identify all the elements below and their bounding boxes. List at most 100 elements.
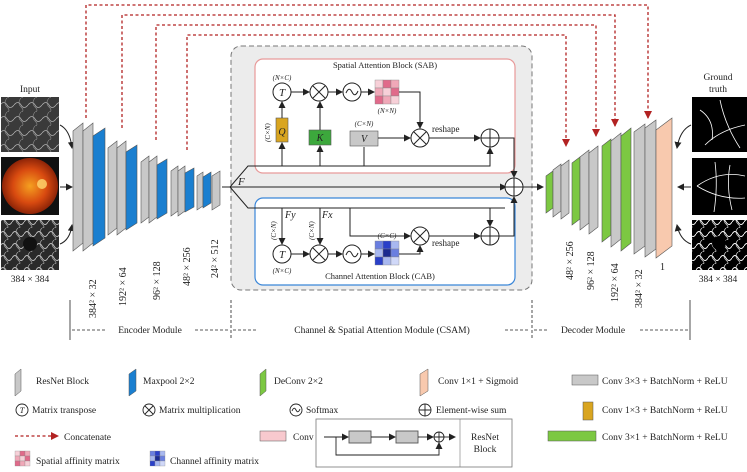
svg-text:T: T — [279, 249, 286, 261]
sab-internals: T (N×C) Q (C×N) K (N×N) V (C — [264, 74, 518, 178]
input-image-fundus — [1, 157, 59, 215]
decoder-conv-sigmoid-block — [655, 117, 673, 259]
encoder-maxpool-block — [184, 167, 195, 213]
decoder-module-label: Decoder Module — [561, 326, 625, 336]
svg-text:Block: Block — [474, 445, 497, 455]
sab-affinity-matrix — [374, 79, 400, 105]
legend-resnet-swatch — [14, 368, 22, 397]
input-size-label: 384 × 384 — [11, 275, 50, 285]
legend-conv3x1-swatch — [547, 430, 597, 442]
input-image-octa — [1, 220, 59, 270]
cab-fx-label: Fx — [321, 210, 333, 221]
input-image-angiography — [1, 97, 59, 152]
legend-conv3x1-label: Conv 3×1 + BatchNorm + ReLU — [602, 433, 728, 443]
legend-conv1x3-label: Conv 1×3 + BatchNorm + ReLU — [602, 406, 728, 416]
encoder-resnet-block — [211, 170, 221, 211]
legend-channel-matrix-label: Channel affinity matrix — [170, 456, 259, 467]
ground-truth-label: Ground — [703, 73, 732, 83]
ground-truth-image-2 — [692, 158, 747, 215]
concatenate-skip-connections — [85, 4, 652, 150]
sab-reshape-label: reshape — [432, 124, 459, 134]
decoder-resnet-block — [560, 159, 570, 220]
legend-transpose-label: Matrix transpose — [32, 406, 96, 416]
encoder-resnet-block — [82, 122, 94, 252]
encoder-resnet-block — [107, 140, 118, 236]
csam-module-label: Channel & Spatial Attention Module (CSAM… — [294, 325, 469, 336]
encoder-size-label: 96² × 128 — [152, 261, 163, 300]
ground-truth-image-1 — [692, 97, 747, 152]
legend-transpose-icon — [15, 403, 29, 417]
ground-truth-arrows — [674, 124, 692, 245]
legend-spatial-matrix-icon — [14, 450, 31, 467]
legend-conv3x3-label: Conv 3×3 + BatchNorm + ReLU — [602, 377, 728, 387]
decoder-resnet-block — [588, 145, 599, 235]
legend-maxpool-label: Maxpool 2×2 — [143, 377, 195, 387]
encoder-resnet-block — [177, 165, 186, 217]
sab-q-dim: (C×N) — [264, 123, 272, 142]
ground-truth-size-label: 384 × 384 — [699, 275, 738, 285]
legend-maxpool-swatch — [128, 368, 137, 397]
legend-channel-matrix-icon — [149, 450, 166, 467]
legend-conv3x3-swatch — [571, 374, 599, 386]
encoder-resnet-block — [148, 155, 158, 224]
encoder-blocks — [72, 122, 221, 252]
encoder-size-label: 48² × 256 — [182, 247, 193, 286]
legend-sum-label: Element-wise sum — [436, 406, 507, 416]
encoder-resnet-block — [116, 140, 127, 236]
svg-text:Q: Q — [278, 127, 286, 138]
svg-text:V: V — [361, 134, 369, 145]
decoder-size-label: 48² × 256 — [565, 241, 576, 280]
sab-title: Spatial Attention Block (SAB) — [333, 60, 437, 70]
legend-spatial-matrix-label: Spatial affinity matrix — [36, 456, 120, 467]
sab-transpose-dim: (N×C) — [273, 74, 292, 82]
sab-box — [254, 58, 516, 174]
cab-reshape-label: reshape — [432, 238, 459, 248]
encoder-maxpool-block — [92, 127, 106, 247]
input-arrows — [59, 124, 75, 245]
decoder-resnet-block — [552, 163, 562, 218]
decoder-resnet-block — [644, 119, 657, 258]
legend-concat-label: Concatenate — [64, 433, 111, 443]
feature-label-f: F — [237, 176, 245, 188]
decoder-deconv-block — [620, 127, 632, 252]
encoder-module-label: Encoder Module — [118, 326, 182, 336]
svg-text:T: T — [279, 87, 286, 99]
encoder-resnet-block — [72, 122, 84, 252]
svg-text:K: K — [316, 133, 325, 144]
decoder-deconv-block — [545, 170, 554, 214]
encoder-resnet-block — [196, 171, 204, 211]
decoder-resnet-block — [579, 149, 590, 231]
legend-matmul-label: Matrix multiplication — [159, 406, 241, 416]
cab-fy-label: Fy — [284, 210, 296, 221]
ground-truth-label: truth — [709, 85, 727, 95]
encoder-size-label: 24² × 512 — [210, 239, 221, 278]
svg-text:ResNet: ResNet — [471, 433, 499, 443]
decoder-size-label: 192² × 64 — [610, 263, 621, 302]
legend-sigmoid-label: Conv 1×1 + Sigmoid — [438, 377, 518, 387]
legend-sigmoid-swatch — [419, 368, 429, 397]
cab-fy-dim: (C×N) — [270, 221, 278, 240]
decoder-size-label: 384² × 32 — [634, 269, 645, 308]
legend-deconv-swatch — [259, 368, 267, 397]
legend-conv1x1-swatch — [259, 430, 287, 442]
legend-conv1x3-swatch — [582, 401, 594, 421]
encoder-maxpool-block — [202, 171, 212, 209]
legend-deconv-label: DeConv 2×2 — [274, 377, 323, 387]
cab-affinity-matrix — [374, 240, 400, 266]
encoder-resnet-block — [170, 165, 179, 217]
legend: ResNet Block Maxpool 2×2 DeConv 2×2 Conv… — [14, 368, 728, 468]
cab-fx-dim: (C×N) — [308, 221, 316, 240]
decoder-blocks — [545, 117, 673, 259]
svg-text:T: T — [20, 405, 26, 415]
cab-internals: Fy Fx (C×N) (C×N) T (N×C) (C×C) re — [270, 196, 518, 275]
decoder-output-channels: 1 — [660, 262, 665, 273]
sab-matrix-dim: (N×N) — [378, 107, 397, 115]
decoder-size-label: 96² × 128 — [586, 251, 597, 290]
decoder-deconv-block — [571, 156, 581, 226]
encoder-maxpool-block — [156, 158, 168, 220]
input-label: Input — [20, 85, 40, 95]
cab-title: Channel Attention Block (CAB) — [325, 271, 435, 281]
legend-softmax-label: Softmax — [306, 405, 338, 416]
encoder-size-label: 384² × 32 — [88, 279, 99, 318]
